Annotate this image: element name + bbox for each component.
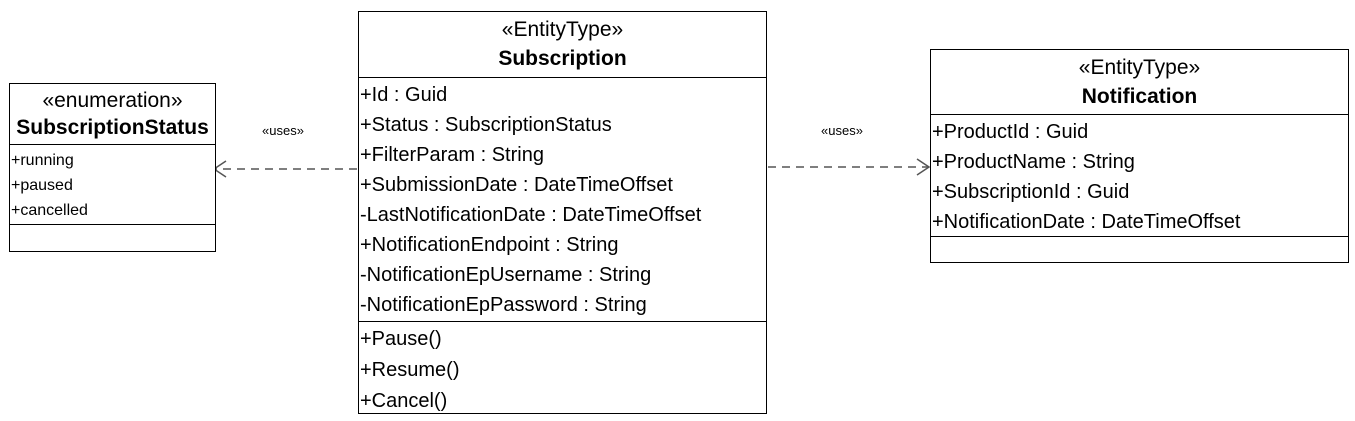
- attribute: +NotificationEndpoint : String: [360, 234, 619, 256]
- operations-section: +Pause() +Resume() +Cancel(): [359, 322, 766, 417]
- attribute: -LastNotificationDate : DateTimeOffset: [360, 204, 702, 226]
- uses-label-notification: «uses»: [821, 123, 863, 138]
- operation: +Cancel(): [360, 390, 448, 412]
- class-header: «EntityType» Notification: [931, 50, 1348, 115]
- enum-literal: +paused: [11, 177, 73, 194]
- class-header: «EntityType» Subscription: [359, 12, 766, 78]
- open-arrowhead-to-notification: [916, 158, 931, 176]
- attribute: +SubscriptionId : Guid: [932, 181, 1130, 203]
- operation: +Resume(): [360, 359, 460, 381]
- class-name: Subscription: [498, 47, 627, 70]
- attributes-section: +ProductId : Guid +ProductName : String …: [931, 115, 1348, 237]
- operation: +Pause(): [360, 328, 442, 350]
- attribute: +NotificationDate : DateTimeOffset: [932, 211, 1241, 233]
- uses-label-status: «uses»: [262, 123, 304, 138]
- enum-literal: +running: [11, 152, 74, 169]
- class-name: SubscriptionStatus: [16, 116, 209, 139]
- class-subscription: «EntityType» Subscription +Id : Guid +St…: [358, 11, 767, 414]
- attribute: -NotificationEpUsername : String: [360, 264, 652, 286]
- attribute: +SubmissionDate : DateTimeOffset: [360, 174, 673, 196]
- attribute: +ProductId : Guid: [932, 121, 1089, 143]
- stereotype: «EntityType»: [1078, 56, 1201, 79]
- attributes-section: +running +paused +cancelled: [10, 145, 215, 225]
- attribute: -NotificationEpPassword : String: [360, 294, 647, 316]
- class-name: Notification: [1081, 85, 1198, 108]
- attributes-section: +Id : Guid +Status : SubscriptionStatus …: [359, 78, 766, 322]
- attribute: +Status : SubscriptionStatus: [360, 114, 612, 136]
- attribute: +ProductName : String: [932, 151, 1135, 173]
- class-header: «enumeration» SubscriptionStatus: [10, 84, 215, 145]
- class-notification: «EntityType» Notification +ProductId : G…: [930, 49, 1349, 263]
- attribute: +Id : Guid: [360, 84, 448, 106]
- stereotype: «EntityType»: [501, 18, 624, 41]
- attribute: +FilterParam : String: [360, 144, 544, 166]
- class-subscription-status: «enumeration» SubscriptionStatus +runnin…: [9, 83, 216, 252]
- enum-literal: +cancelled: [11, 202, 88, 219]
- stereotype: «enumeration»: [42, 89, 183, 112]
